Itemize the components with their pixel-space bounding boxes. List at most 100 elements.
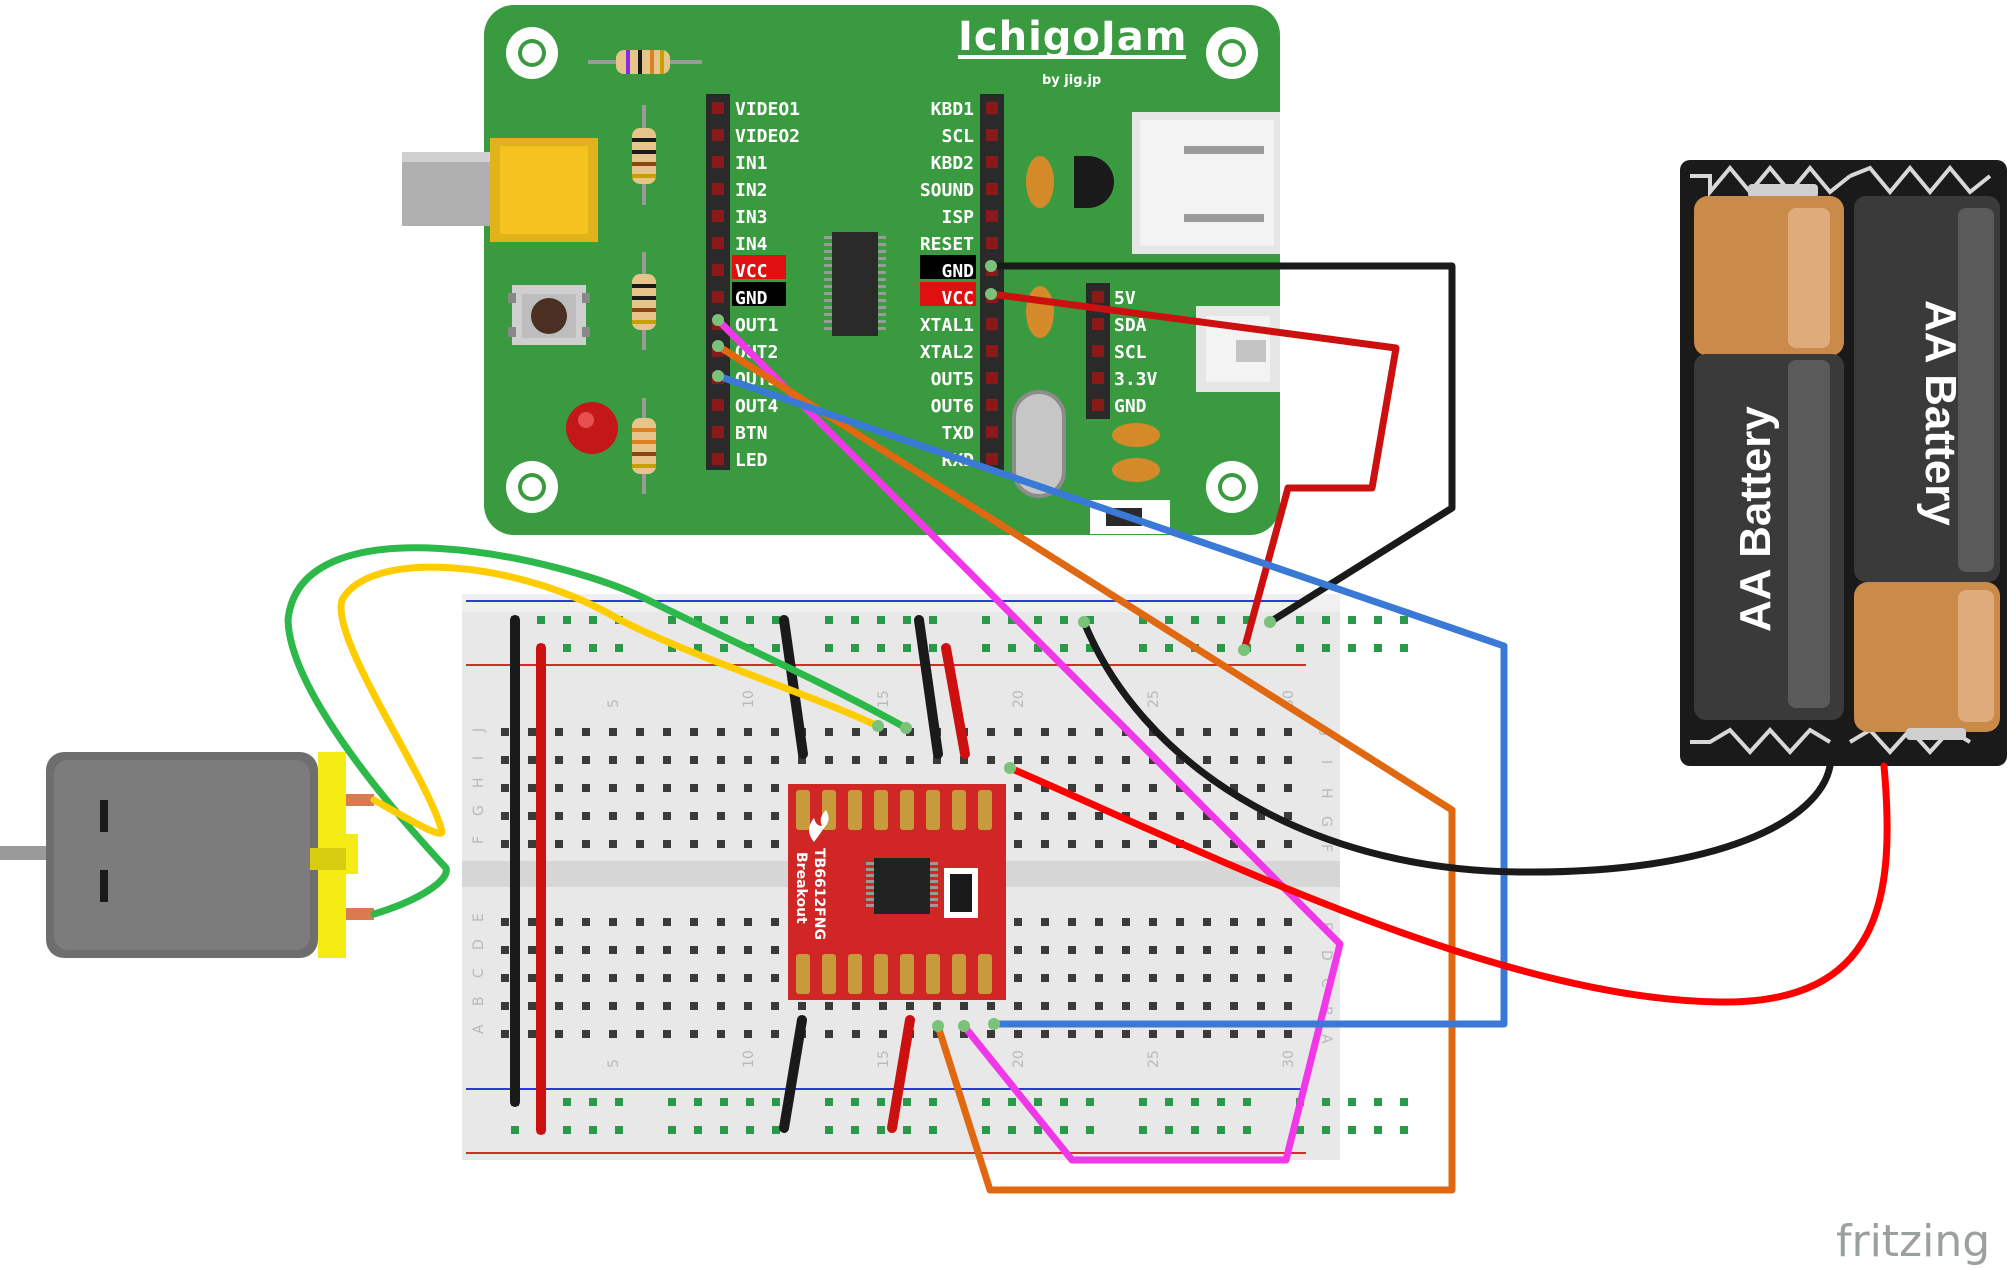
- breadboard-hole: [1284, 1030, 1292, 1038]
- breadboard-hole: [582, 728, 590, 736]
- breadboard-hole: [960, 1002, 968, 1010]
- pin-label: ISP: [941, 207, 974, 228]
- breadboard-hole: [1095, 1030, 1103, 1038]
- row-letter: G: [1318, 816, 1334, 827]
- breadboard-hole: [1149, 974, 1157, 982]
- rail-hole: [1296, 616, 1304, 624]
- rail-hole: [1139, 1126, 1147, 1134]
- rail-hole: [1191, 1098, 1199, 1106]
- breadboard-hole: [1284, 784, 1292, 792]
- header-pin: [986, 156, 998, 168]
- breadboard-hole: [690, 1030, 698, 1038]
- rail-hole: [1243, 1098, 1251, 1106]
- breadboard-hole: [1068, 974, 1076, 982]
- driver-pad: [900, 790, 914, 830]
- breadboard-hole: [663, 840, 671, 848]
- rail-hole: [1165, 616, 1173, 624]
- breadboard-hole: [1122, 918, 1130, 926]
- rail-hole: [563, 616, 571, 624]
- breadboard-hole: [1230, 918, 1238, 926]
- chip-leg: [878, 236, 886, 239]
- breadboard-hole: [1176, 756, 1184, 764]
- breadboard-hole: [771, 946, 779, 954]
- breadboard-hole: [852, 728, 860, 736]
- breadboard-hole: [771, 812, 779, 820]
- resistors: [588, 50, 702, 494]
- chip-leg: [824, 320, 832, 323]
- breadboard-hole: [1230, 974, 1238, 982]
- breadboard-hole: [1149, 840, 1157, 848]
- rail-hole: [1165, 644, 1173, 652]
- wire-gnd-jumper: [779, 615, 808, 759]
- column-number: 15: [876, 1050, 892, 1068]
- driver-pad: [952, 954, 966, 994]
- breadboard-hole: [771, 728, 779, 736]
- battery-cell: AA Battery: [1854, 196, 2000, 740]
- rail-hole: [1217, 616, 1225, 624]
- breadboard-hole: [1284, 974, 1292, 982]
- header-pin: [986, 210, 998, 222]
- dc-motor: [0, 752, 374, 958]
- breadboard-hole: [1203, 728, 1211, 736]
- chip-leg: [878, 257, 886, 260]
- column-number: 10: [741, 690, 757, 708]
- breadboard-hole: [960, 756, 968, 764]
- rail-hole: [1060, 616, 1068, 624]
- left-header: [706, 94, 730, 470]
- column-number: 10: [741, 1050, 757, 1068]
- breadboard-hole: [1176, 918, 1184, 926]
- breadboard-hole: [1203, 1002, 1211, 1010]
- breadboard-hole: [1257, 784, 1265, 792]
- rail-hole: [772, 1126, 780, 1134]
- column-number: 5: [606, 1059, 622, 1068]
- rail-hole: [877, 644, 885, 652]
- breadboard-hole: [690, 1002, 698, 1010]
- chip-leg: [930, 898, 938, 901]
- breadboard-hole: [636, 840, 644, 848]
- row-letter: F: [471, 836, 487, 844]
- breadboard-hole: [1014, 946, 1022, 954]
- breadboard-hole: [501, 784, 509, 792]
- column-number: 30: [1281, 1050, 1297, 1068]
- header-pin: [1092, 345, 1104, 357]
- wire-end: [712, 370, 724, 382]
- chip-leg: [930, 874, 938, 877]
- breadboard-hole: [960, 1030, 968, 1038]
- rail-hole: [1086, 616, 1094, 624]
- breadboard-hole: [933, 756, 941, 764]
- breadboard-hole: [690, 812, 698, 820]
- breadboard-hole: [744, 840, 752, 848]
- header-pin: [986, 426, 998, 438]
- rail-hole: [982, 1098, 990, 1106]
- header-pin: [986, 372, 998, 384]
- usb-a-connector: [1132, 112, 1280, 254]
- breadboard-hole: [1014, 728, 1022, 736]
- pin-label: TXD: [941, 423, 974, 444]
- microcontroller-chip: [824, 232, 886, 336]
- breadboard-hole: [852, 1030, 860, 1038]
- rail-hole: [825, 616, 833, 624]
- breadboard-hole: [501, 1002, 509, 1010]
- rail-hole: [694, 1098, 702, 1106]
- rail-hole: [589, 616, 597, 624]
- rail-hole: [1400, 616, 1408, 624]
- header-pin: [986, 345, 998, 357]
- wire-end: [1004, 762, 1016, 774]
- rail-hole: [1296, 1126, 1304, 1134]
- breadboard-hole: [1122, 1030, 1130, 1038]
- breadboard-hole: [1095, 728, 1103, 736]
- header-pin: [986, 237, 998, 249]
- wire-end: [932, 1020, 944, 1032]
- breadboard-hole: [771, 756, 779, 764]
- breadboard-hole: [771, 840, 779, 848]
- driver-pad: [874, 790, 888, 830]
- breadboard-hole: [555, 1002, 563, 1010]
- header-pin: [1092, 318, 1104, 330]
- breadboard-hole: [636, 812, 644, 820]
- wire-battery-negative: [1080, 618, 1834, 876]
- rail-hole: [589, 644, 597, 652]
- chip-leg: [878, 271, 886, 274]
- rail-hole: [1034, 644, 1042, 652]
- wire-end: [988, 1018, 1000, 1030]
- breadboard-hole: [1122, 1002, 1130, 1010]
